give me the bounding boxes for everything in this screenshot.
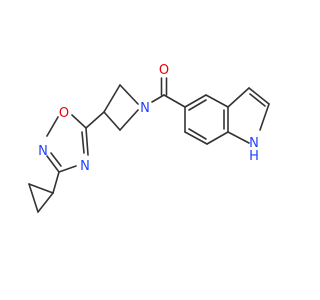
bond-py-2 bbox=[248, 87, 270, 105]
bond-bz-2 bbox=[205, 94, 229, 108]
bond-cp-link bbox=[52, 171, 60, 194]
bond-az-2 bbox=[103, 84, 121, 113]
bond-az-4 bbox=[119, 109, 139, 131]
bond-oxd-4 bbox=[58, 165, 77, 173]
bond-bz-5 bbox=[184, 131, 208, 145]
atom-indole-hydrogen: H bbox=[249, 149, 259, 164]
bond-c-n-amide bbox=[151, 94, 165, 103]
atom-oxadiazole-n4: N bbox=[80, 159, 90, 174]
bond-bz-4 bbox=[206, 131, 229, 145]
bond-oxd-2 bbox=[46, 116, 59, 137]
bond-oxd-1 bbox=[71, 114, 87, 129]
bond-py-4 bbox=[227, 131, 250, 144]
bond-cp-2 bbox=[28, 183, 39, 213]
bond-py-2b bbox=[249, 93, 266, 107]
bond-az-3 bbox=[103, 111, 121, 131]
molecule-structure: O N O N N N H bbox=[28, 63, 270, 213]
atom-oxadiazole-n2: N bbox=[38, 144, 48, 159]
bond-az-oxd bbox=[85, 111, 105, 129]
atom-oxadiazole-oxygen: O bbox=[59, 106, 69, 121]
bond-bz-1 bbox=[184, 94, 207, 108]
bond-oxd-5b bbox=[81, 131, 85, 154]
bond-cp-3 bbox=[37, 192, 54, 213]
bond-bz-5b bbox=[188, 128, 207, 140]
bond-az-1 bbox=[119, 84, 139, 105]
bond-oxd-5a bbox=[85, 127, 89, 156]
atom-carbonyl-oxygen: O bbox=[159, 63, 169, 78]
bond-py-1 bbox=[227, 87, 250, 108]
bond-oxd-3a bbox=[46, 155, 60, 173]
atom-azetidine-nitrogen: N bbox=[140, 101, 150, 116]
bond-bz-1b bbox=[188, 99, 207, 111]
bond-cp-1 bbox=[28, 183, 54, 194]
bonds bbox=[28, 77, 270, 213]
bond-c-indole bbox=[163, 94, 186, 108]
bond-py-3 bbox=[259, 103, 270, 131]
bond-oxd-3b bbox=[50, 152, 62, 167]
atom-labels: O N O N N N H bbox=[38, 63, 259, 174]
atom-indole-nitrogen: N bbox=[249, 136, 259, 151]
